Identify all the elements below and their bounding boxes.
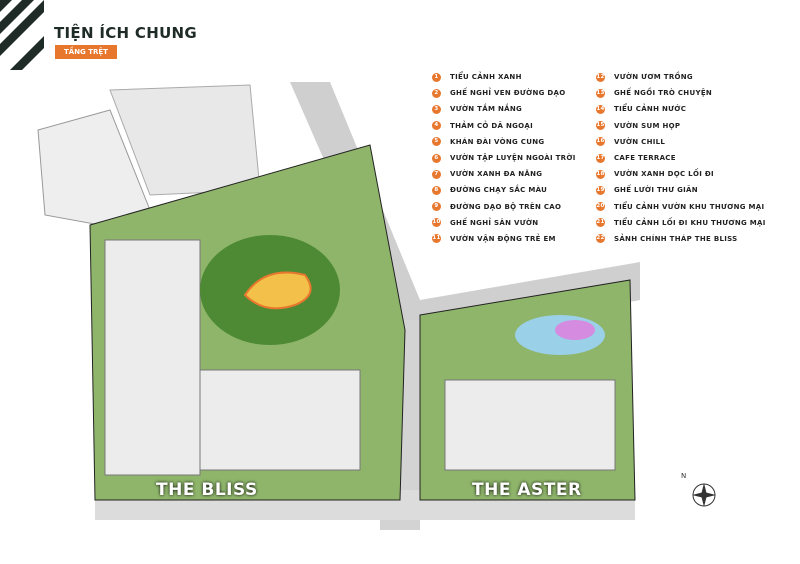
legend-item: 14 TIỂU CẢNH NƯỚC	[596, 101, 766, 117]
building-label-the-bliss: THE BLISS	[156, 480, 258, 500]
bliss-tower-south	[199, 369, 361, 471]
legend-item: 18 VƯỜN XANH DỌC LỐI ĐI	[596, 166, 766, 182]
decorative-stripes	[0, 0, 44, 70]
compass-icon	[692, 483, 716, 507]
pool-colors	[555, 320, 595, 340]
legend-number-badge: 15	[596, 121, 605, 131]
legend-label: ĐƯỜNG DẠO BỘ TRÊN CAO	[450, 202, 562, 211]
legend-item: 15 VƯỜN SUM HỌP	[596, 118, 766, 134]
legend-label: THẢM CỎ DÃ NGOẠI	[450, 121, 534, 130]
legend-number-badge: 9	[432, 202, 441, 212]
legend-item: 6 VƯỜN TẬP LUYỆN NGOÀI TRỜI	[432, 150, 576, 166]
legend-label: GHẾ NGHỈ VEN ĐƯỜNG DẠO	[450, 89, 566, 98]
legend-item: 3 VƯỜN TẮM NẮNG	[432, 101, 576, 117]
legend-item: 21 TIỂU CẢNH LỐI ĐI KHU THƯƠNG MẠI	[596, 215, 766, 231]
legend-label: TIỂU CẢNH XANH	[450, 73, 522, 82]
legend-label: VƯỜN XANH DỌC LỐI ĐI	[614, 170, 714, 179]
bliss-tower-west	[104, 239, 201, 476]
legend-number-badge: 8	[432, 185, 441, 195]
legend-label: TIỂU CẢNH VƯỜN KHU THƯƠNG MẠI	[614, 202, 765, 211]
legend-number-badge: 19	[596, 185, 605, 195]
legend-item: 13 GHẾ NGỒI TRÒ CHUYỆN	[596, 85, 766, 101]
legend-item: 1 TIỂU CẢNH XANH	[432, 69, 576, 85]
compass-north-label: N	[681, 472, 686, 480]
legend-label: VƯỜN XANH ĐA NĂNG	[450, 170, 543, 179]
page-title: TIỆN ÍCH CHUNG	[54, 24, 198, 42]
legend-label: VƯỜN CHILL	[614, 137, 666, 146]
legend-item: 22 SẢNH CHÍNH THÁP THE BLISS	[596, 231, 766, 247]
legend-item: 4 THẢM CỎ DÃ NGOẠI	[432, 118, 576, 134]
legend-number-badge: 2	[432, 88, 441, 98]
legend-item: 17 CAFE TERRACE	[596, 150, 766, 166]
legend-label: VƯỜN SUM HỌP	[614, 121, 681, 130]
legend-label: ĐƯỜNG CHẠY SẮC MÀU	[450, 186, 548, 195]
legend-item: 16 VƯỜN CHILL	[596, 134, 766, 150]
legend-number-badge: 4	[432, 121, 441, 131]
legend-item: 11 VƯỜN VẬN ĐỘNG TRẺ EM	[432, 231, 576, 247]
legend-item: 20 TIỂU CẢNH VƯỜN KHU THƯƠNG MẠI	[596, 199, 766, 215]
legend-number-badge: 13	[596, 88, 605, 98]
legend-number-badge: 3	[432, 104, 441, 114]
legend-number-badge: 21	[596, 218, 605, 228]
legend-label: GHẾ NGHỈ SÂN VƯỜN	[450, 218, 539, 227]
legend-number-badge: 7	[432, 169, 441, 179]
legend-label: VƯỜN TẬP LUYỆN NGOÀI TRỜI	[450, 154, 576, 163]
legend-item: 7 VƯỜN XANH ĐA NĂNG	[432, 166, 576, 182]
legend-item: 12 VƯỜN ƯƠM TRỒNG	[596, 69, 766, 85]
legend-number-badge: 11	[432, 234, 441, 244]
legend-number-badge: 14	[596, 104, 605, 114]
legend-label: TIỂU CẢNH NƯỚC	[614, 105, 687, 114]
legend-label: CAFE TERRACE	[614, 154, 676, 163]
legend-label: VƯỜN VẬN ĐỘNG TRẺ EM	[450, 234, 556, 243]
legend-number-badge: 17	[596, 153, 605, 163]
legend-label: GHẾ LƯỜI THƯ GIÃN	[614, 186, 698, 195]
legend-number-badge: 18	[596, 169, 605, 179]
legend-number-badge: 20	[596, 202, 605, 212]
legend-item: 2 GHẾ NGHỈ VEN ĐƯỜNG DẠO	[432, 85, 576, 101]
legend-label: VƯỜN TẮM NẮNG	[450, 105, 523, 114]
legend-item: 8 ĐƯỜNG CHẠY SẮC MÀU	[432, 182, 576, 198]
legend-label: TIỂU CẢNH LỐI ĐI KHU THƯƠNG MẠI	[614, 218, 766, 227]
legend-item: 5 KHÁN ĐÀI VÒNG CUNG	[432, 134, 576, 150]
legend-label: GHẾ NGỒI TRÒ CHUYỆN	[614, 89, 713, 98]
legend-item: 9 ĐƯỜNG DẠO BỘ TRÊN CAO	[432, 199, 576, 215]
legend-number-badge: 10	[432, 218, 441, 228]
legend-label: SẢNH CHÍNH THÁP THE BLISS	[614, 234, 738, 243]
building-label-the-aster: THE ASTER	[472, 480, 582, 500]
legend-number-badge: 6	[432, 153, 441, 163]
legend-number-badge: 1	[432, 72, 441, 82]
floor-badge: TẦNG TRỆT	[55, 45, 117, 59]
legend-item: 10 GHẾ NGHỈ SÂN VƯỜN	[432, 215, 576, 231]
legend-number-badge: 12	[596, 72, 605, 82]
legend-number-badge: 5	[432, 137, 441, 147]
aster-tower	[444, 379, 616, 471]
running-track	[243, 271, 312, 310]
legend-label: VƯỜN ƯƠM TRỒNG	[614, 73, 693, 82]
legend-number-badge: 16	[596, 137, 605, 147]
legend-number-badge: 22	[596, 234, 605, 244]
legend-label: KHÁN ĐÀI VÒNG CUNG	[450, 137, 545, 146]
legend-item: 19 GHẾ LƯỜI THƯ GIÃN	[596, 182, 766, 198]
